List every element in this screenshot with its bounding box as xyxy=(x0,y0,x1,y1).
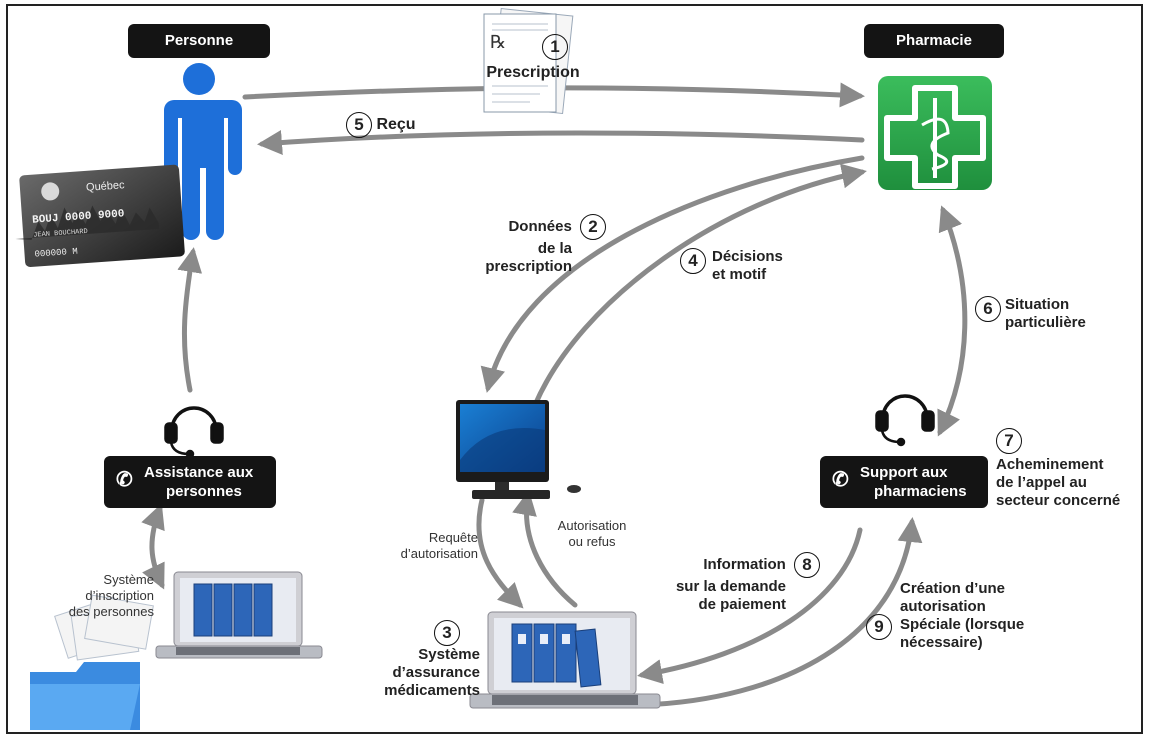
step-4: 4 Décisions et motif xyxy=(680,248,783,284)
step-2-line-3: prescription xyxy=(485,258,572,275)
step-7-line-2: de l’appel au xyxy=(996,474,1087,491)
folder-icon xyxy=(30,594,154,730)
step-3: 3 Système d’assurance médicaments xyxy=(384,620,480,700)
step-1-number: 1 xyxy=(542,34,568,60)
pharmacy-icon xyxy=(878,76,992,190)
headset-right-icon xyxy=(875,394,935,447)
inscription-line-1: Système xyxy=(103,572,154,587)
step-9-line-3: Spéciale (lorsque xyxy=(900,616,1025,633)
step-8: Information 8 sur la demande de paiement xyxy=(660,552,820,614)
step-2-line-2: de la xyxy=(537,240,572,257)
headset-left-icon xyxy=(164,406,224,459)
step-1-label: Prescription xyxy=(486,64,580,81)
personne-label: Personne xyxy=(128,24,270,58)
requete-line-2: d’autorisation xyxy=(400,546,478,561)
arrow-requete xyxy=(476,497,524,609)
autorisation-line-1: Autorisation xyxy=(557,518,627,533)
step-5-label: Reçu xyxy=(376,116,416,133)
step-6-line-2: particulière xyxy=(1005,314,1086,331)
step-8-line-3: de paiement xyxy=(698,596,786,613)
step-7-line-1: Acheminement xyxy=(996,456,1104,473)
autorisation-line-2: ou refus xyxy=(568,534,616,549)
step-8-number: 8 xyxy=(794,552,820,578)
autorisation-refus-label: Autorisation ou refus xyxy=(544,518,640,550)
arrow-recu xyxy=(257,130,865,155)
health-card: Québec BOUJ 0000 9000 JEAN BOUCHARD 0000… xyxy=(15,164,185,267)
inscription-line-2: d’inscription xyxy=(85,588,154,603)
step-9-line-2: autorisation xyxy=(900,598,986,615)
arrow-decisions xyxy=(532,163,867,408)
arrow-information xyxy=(637,527,863,684)
step-6: 6 Situation particulière xyxy=(975,296,1086,332)
step-3-line-1: Système xyxy=(418,646,480,663)
step-4-line-2: et motif xyxy=(712,266,767,283)
pharmacie-label: Pharmacie xyxy=(864,24,1004,58)
desktop-computer-icon xyxy=(456,400,581,499)
arrow-creation xyxy=(639,517,923,708)
card-sub: 000000 M xyxy=(34,247,78,260)
phone-icon: ✆ xyxy=(832,469,849,491)
step-7-line-3: secteur concerné xyxy=(996,492,1121,509)
step-2-number: 2 xyxy=(580,214,606,240)
step-5: 5 Reçu xyxy=(346,112,416,138)
arrow-assistance-personne xyxy=(177,247,203,393)
arrow-donnees-prescription xyxy=(480,155,865,393)
step-9-line-1: Création d’une xyxy=(900,580,1006,597)
step-6-number: 6 xyxy=(975,296,1001,322)
support-line-2: pharmaciens xyxy=(874,483,967,500)
assistance-line-1: Assistance aux xyxy=(144,464,254,481)
step-8-line-2: sur la demande xyxy=(675,578,786,595)
assistance-line-2: personnes xyxy=(166,483,242,500)
requete-line-1: Requête xyxy=(428,530,478,545)
arrow-inscription xyxy=(141,503,165,590)
card-name: JEAN BOUCHARD xyxy=(33,228,88,240)
step-7-number: 7 xyxy=(996,428,1022,454)
step-4-line-1: Décisions xyxy=(712,248,783,265)
step-9-line-4: nécessaire) xyxy=(900,634,983,651)
step-6-line-1: Situation xyxy=(1005,296,1070,313)
step-3-number: 3 xyxy=(434,620,460,646)
svg-text:℞: ℞ xyxy=(490,32,506,52)
step-3-line-3: médicaments xyxy=(384,682,480,699)
laptop-system-icon xyxy=(469,611,661,709)
arrow-situation xyxy=(937,205,968,437)
assistance-personnes-label: ✆ Assistance aux personnes xyxy=(104,456,276,508)
laptop-inscription-icon xyxy=(155,571,323,659)
requete-autorisation-label: Requête d’autorisation xyxy=(382,530,478,562)
step-2-line-1: Données xyxy=(508,217,572,235)
step-2: Données 2 de la prescription xyxy=(466,214,606,276)
step-9: 9 Création d’une autorisation Spéciale (… xyxy=(866,580,1024,652)
card-brand: Québec xyxy=(86,179,126,194)
step-8-line-1: Information xyxy=(703,555,786,573)
step-5-number: 5 xyxy=(346,112,372,138)
inscription-line-3: des personnes xyxy=(68,604,154,619)
arrows xyxy=(141,82,968,708)
step-7: 7 Acheminement de l’appel au secteur con… xyxy=(996,428,1120,510)
step-4-number: 4 xyxy=(680,248,706,274)
arrow-autorisation xyxy=(512,490,578,608)
step-9-number: 9 xyxy=(866,614,892,640)
support-pharmaciens-label: ✆ Support aux pharmaciens xyxy=(820,456,988,508)
step-3-line-2: d’assurance xyxy=(392,664,480,681)
step-1: 1 Prescription xyxy=(478,34,588,82)
systeme-inscription-label: Système d’inscription des personnes xyxy=(60,572,154,620)
phone-icon: ✆ xyxy=(116,469,133,491)
person-icon xyxy=(164,63,242,240)
support-line-1: Support aux xyxy=(860,464,948,481)
